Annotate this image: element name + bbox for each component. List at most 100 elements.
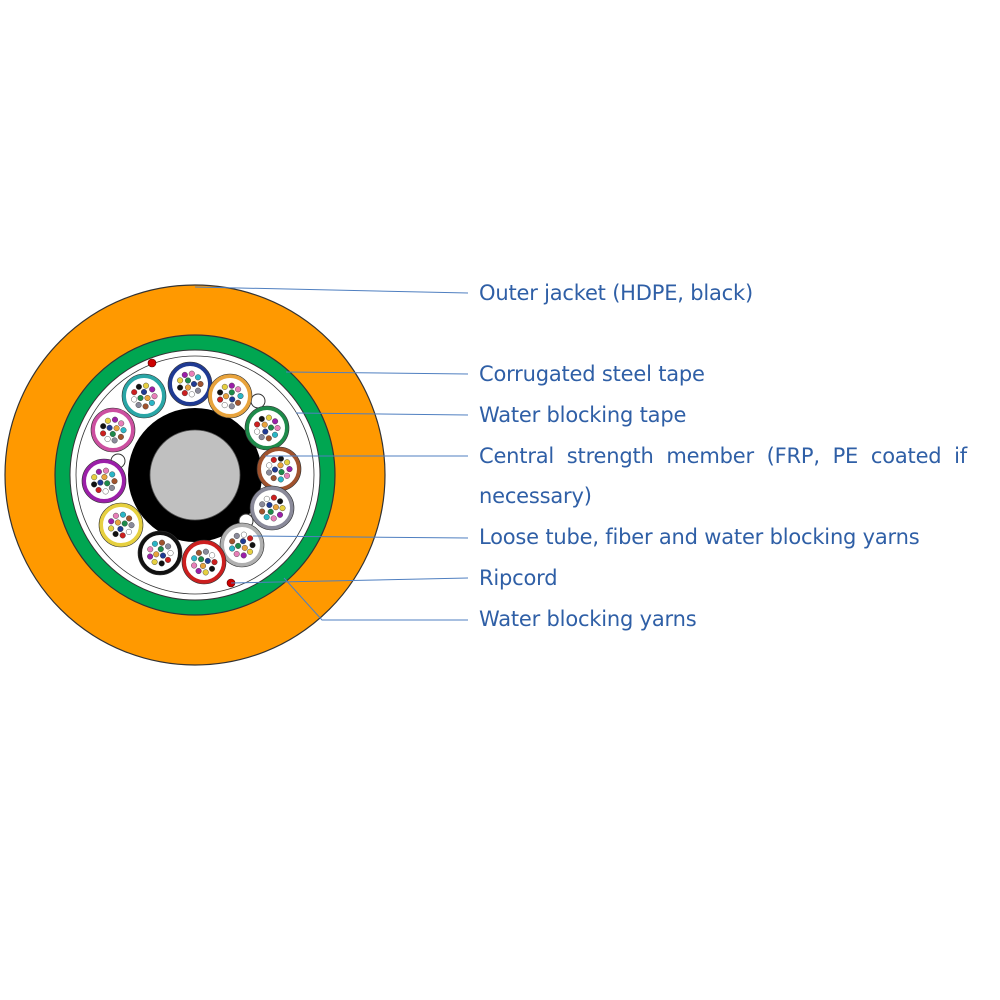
loose-tube-violet (81, 458, 127, 504)
fiber (266, 502, 273, 509)
fiber (144, 395, 151, 402)
fiber (188, 391, 195, 398)
fiber (235, 386, 242, 393)
fiber (217, 389, 224, 396)
loose-tube-rose (90, 407, 136, 453)
fiber (267, 508, 274, 515)
fiber (274, 425, 281, 432)
fiber (247, 535, 254, 542)
loose-tube-outline (90, 407, 136, 453)
fiber (112, 512, 119, 519)
fiber (177, 377, 184, 384)
cable-cross-section (4, 284, 386, 666)
loose-tube-wall (182, 540, 226, 584)
fiber (268, 424, 275, 431)
fiber (91, 474, 98, 481)
fiber (263, 495, 270, 502)
ripcord (147, 358, 157, 368)
fiber (254, 428, 261, 435)
fiber (104, 480, 111, 487)
loose-tube-blue (167, 361, 213, 407)
fiber (222, 393, 229, 400)
fiber (111, 478, 118, 485)
leader-water-blocking-yarns (283, 577, 468, 621)
fiber (104, 417, 111, 424)
fiber (270, 456, 277, 463)
fiber (177, 384, 184, 391)
fiber (263, 514, 270, 521)
fiber (195, 549, 202, 556)
loose-tube-outline (121, 373, 167, 419)
fiber (240, 552, 247, 559)
fiber (195, 568, 202, 575)
fiber (120, 427, 127, 434)
fiber (237, 393, 244, 400)
fiber (240, 531, 247, 538)
fiber (202, 569, 209, 576)
fiber (258, 415, 265, 422)
loose-tube-orange (207, 373, 253, 419)
label-ripcord: Ripcord (479, 566, 558, 590)
fiber (165, 543, 172, 550)
fiber (229, 545, 236, 552)
fiber (254, 421, 261, 428)
fiber (246, 548, 253, 555)
loose-tube-white (219, 522, 265, 568)
fiber (217, 396, 224, 403)
fiber (117, 526, 124, 533)
loose-tube-green (244, 405, 290, 451)
fiber (91, 481, 98, 488)
label-outer-jacket: Outer jacket (HDPE, black) (479, 281, 753, 305)
loose-tube-black (137, 530, 183, 576)
fiber (272, 431, 279, 438)
fiber (191, 555, 198, 562)
leader-water-blocking-tape (295, 412, 469, 416)
fiber (140, 389, 147, 396)
label-loose-tube: Loose tube, fiber and water blocking yar… (479, 525, 920, 549)
fiber (119, 532, 126, 539)
fiber (128, 522, 135, 529)
fiber (108, 525, 115, 532)
fiber (109, 471, 116, 478)
loose-tube-outline (137, 530, 183, 576)
fiber (234, 399, 241, 406)
fiber (208, 565, 215, 572)
fiber (221, 383, 228, 390)
loose-tube-brown (256, 446, 302, 492)
fiber (259, 508, 266, 515)
fiber (151, 540, 158, 547)
fiber (202, 548, 209, 555)
fiber (211, 559, 218, 566)
fiber (184, 384, 191, 391)
fiber (249, 542, 256, 549)
label-central-strength-member: Central strength member (FRP, PE coated … (479, 444, 967, 508)
loose-tube-wall (220, 523, 264, 567)
label-water-blocking-yarns: Water blocking yarns (479, 607, 697, 631)
fiber (194, 374, 201, 381)
leader-corrugated-steel-tape (285, 371, 469, 375)
fiber (135, 402, 142, 409)
fiber (277, 511, 284, 518)
fiber (278, 469, 285, 476)
fiber (277, 476, 284, 483)
fiber (266, 469, 273, 476)
fiber (108, 484, 115, 491)
fiber (194, 387, 201, 394)
loose-tube-aqua (121, 373, 167, 419)
fiber (199, 562, 206, 569)
fiber (265, 414, 272, 421)
fiber (272, 504, 279, 511)
fiber (265, 435, 272, 442)
fiber (142, 403, 149, 410)
fiber (258, 434, 265, 441)
fiber (284, 472, 291, 479)
fiber (147, 546, 154, 553)
fiber (191, 562, 198, 569)
fiber (198, 556, 205, 563)
fiber (241, 544, 248, 551)
central-strength-member (149, 429, 241, 521)
loose-tube-wall (250, 486, 294, 530)
fiber (270, 515, 277, 522)
fiber (118, 420, 125, 427)
fiber (112, 531, 119, 538)
